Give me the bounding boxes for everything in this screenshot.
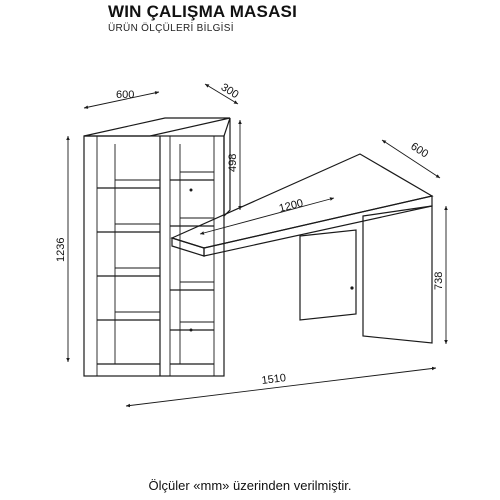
dim-label-total-width: 1510: [261, 372, 287, 387]
dim-label-desk-depth: 600: [408, 140, 430, 160]
dim-label-shelf-top-height: 498: [227, 154, 239, 172]
dimension-lines: [66, 83, 448, 408]
dim-label-shelf-depth: 300: [219, 81, 241, 101]
dim-label-desk-length: 1200: [278, 197, 305, 215]
dim-label-total-height: 1236: [55, 238, 67, 262]
dim-label-shelf-width: 600: [116, 89, 134, 101]
dim-label-desk-height: 738: [433, 272, 445, 290]
units-note: Ölçüler «mm» üzerinden verilmiştir.: [148, 478, 352, 493]
desk-unit: [170, 153, 434, 344]
product-subtitle: ÜRÜN ÖLÇÜLERİ BİLGİSİ: [108, 23, 234, 34]
product-title: WIN ÇALIŞMA MASASI: [108, 2, 298, 21]
bookshelf-unit: [83, 117, 231, 377]
